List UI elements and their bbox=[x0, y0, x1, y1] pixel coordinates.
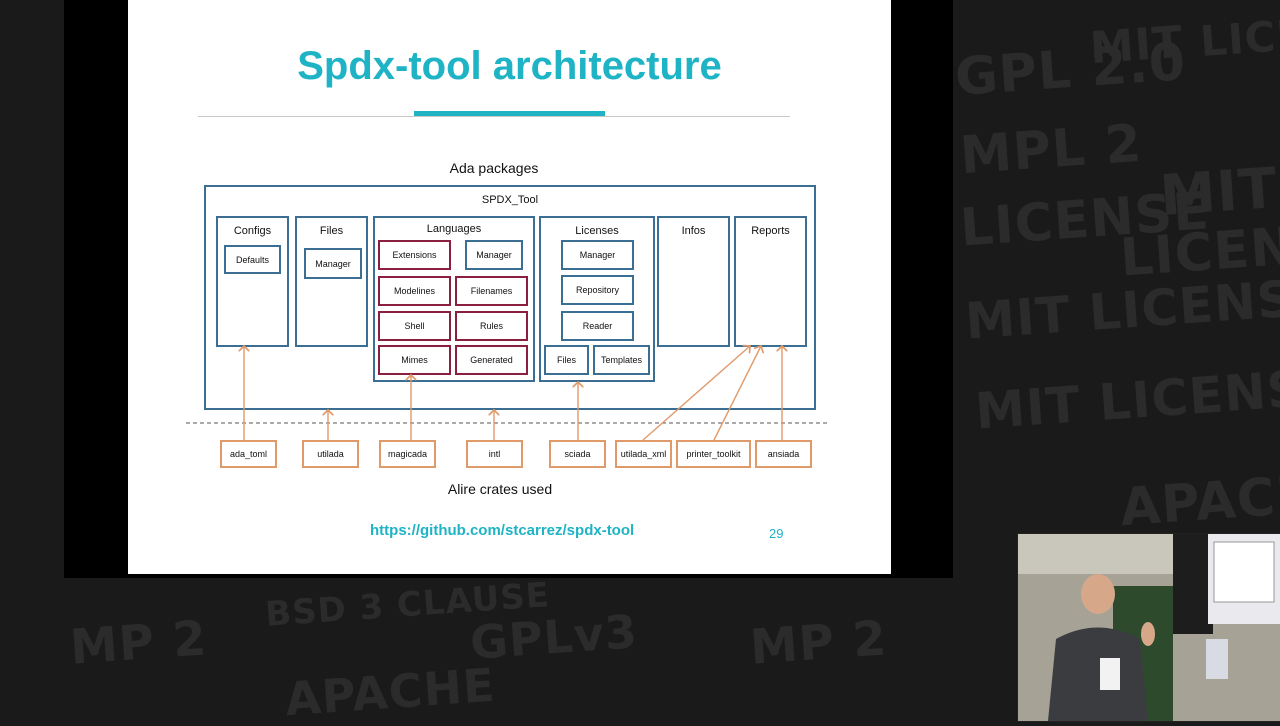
slide-title: Spdx-tool architecture bbox=[297, 44, 722, 88]
bg-word: MP 2 bbox=[68, 610, 209, 676]
files-manager-module: Manager bbox=[304, 248, 362, 279]
repository-module: Repository bbox=[561, 275, 634, 305]
reports-label: Reports bbox=[751, 225, 790, 237]
files-label: Files bbox=[319, 225, 344, 237]
bg-word: MIT LICENSE bbox=[973, 357, 1280, 441]
crate-printer-toolkit: printer_toolkit bbox=[676, 440, 751, 468]
defaults-module: Defaults bbox=[224, 245, 281, 274]
templates-module: Templates bbox=[593, 345, 650, 375]
spdx-tool-label: SPDX_Tool bbox=[481, 194, 539, 206]
bg-word: APACHE bbox=[283, 657, 498, 726]
crate-magicada: magicada bbox=[379, 440, 436, 468]
languages-label: Languages bbox=[426, 223, 482, 235]
infos-package: Infos bbox=[657, 216, 730, 347]
licenses-label: Licenses bbox=[575, 225, 619, 237]
ada-packages-caption: Ada packages bbox=[449, 160, 539, 176]
crate-ansiada: ansiada bbox=[755, 440, 812, 468]
crate-sciada: sciada bbox=[549, 440, 606, 468]
github-link[interactable]: https://github.com/stcarrez/spdx-tool bbox=[370, 522, 635, 539]
title-rule-accent bbox=[414, 111, 605, 116]
bg-word: LICENSE bbox=[1198, 2, 1280, 67]
crate-utilada: utilada bbox=[302, 440, 359, 468]
infos-label: Infos bbox=[681, 225, 706, 237]
bg-word: APACHE bbox=[1118, 461, 1280, 539]
configs-package: Configs bbox=[216, 216, 289, 347]
arrow-utilada-xml bbox=[642, 346, 750, 441]
rules-module: Rules bbox=[455, 311, 528, 341]
slide-page-number: 29 bbox=[769, 526, 784, 541]
reports-package: Reports bbox=[734, 216, 807, 347]
bg-word: MIT bbox=[1088, 16, 1185, 75]
slide: Spdx-tool architecture Ada packages SPDX… bbox=[128, 0, 891, 574]
title-rule bbox=[198, 116, 790, 117]
presenter-video bbox=[1017, 533, 1280, 722]
filenames-module: Filenames bbox=[455, 276, 528, 306]
configs-label: Configs bbox=[233, 225, 272, 237]
languages-manager-module: Manager bbox=[465, 240, 523, 270]
crate-intl: intl bbox=[466, 440, 523, 468]
bg-word: MPL 2 bbox=[958, 113, 1145, 187]
generated-module: Generated bbox=[455, 345, 528, 375]
files-package: Files bbox=[295, 216, 368, 347]
crate-ada-toml: ada_toml bbox=[220, 440, 277, 468]
licenses-files-module: Files bbox=[544, 345, 589, 375]
arrow-printer-toolkit bbox=[713, 346, 761, 441]
bg-word: GPLv3 bbox=[468, 604, 640, 670]
reader-module: Reader bbox=[561, 311, 634, 341]
dependency-arrows bbox=[186, 0, 830, 441]
modelines-module: Modelines bbox=[378, 276, 451, 306]
shell-module: Shell bbox=[378, 311, 451, 341]
licenses-manager-module: Manager bbox=[561, 240, 634, 270]
crate-utilada-xml: utilada_xml bbox=[615, 440, 672, 468]
extensions-module: Extensions bbox=[378, 240, 451, 270]
bg-word: MP 2 bbox=[748, 610, 889, 676]
alire-crates-caption: Alire crates used bbox=[447, 481, 553, 497]
mimes-module: Mimes bbox=[378, 345, 451, 375]
